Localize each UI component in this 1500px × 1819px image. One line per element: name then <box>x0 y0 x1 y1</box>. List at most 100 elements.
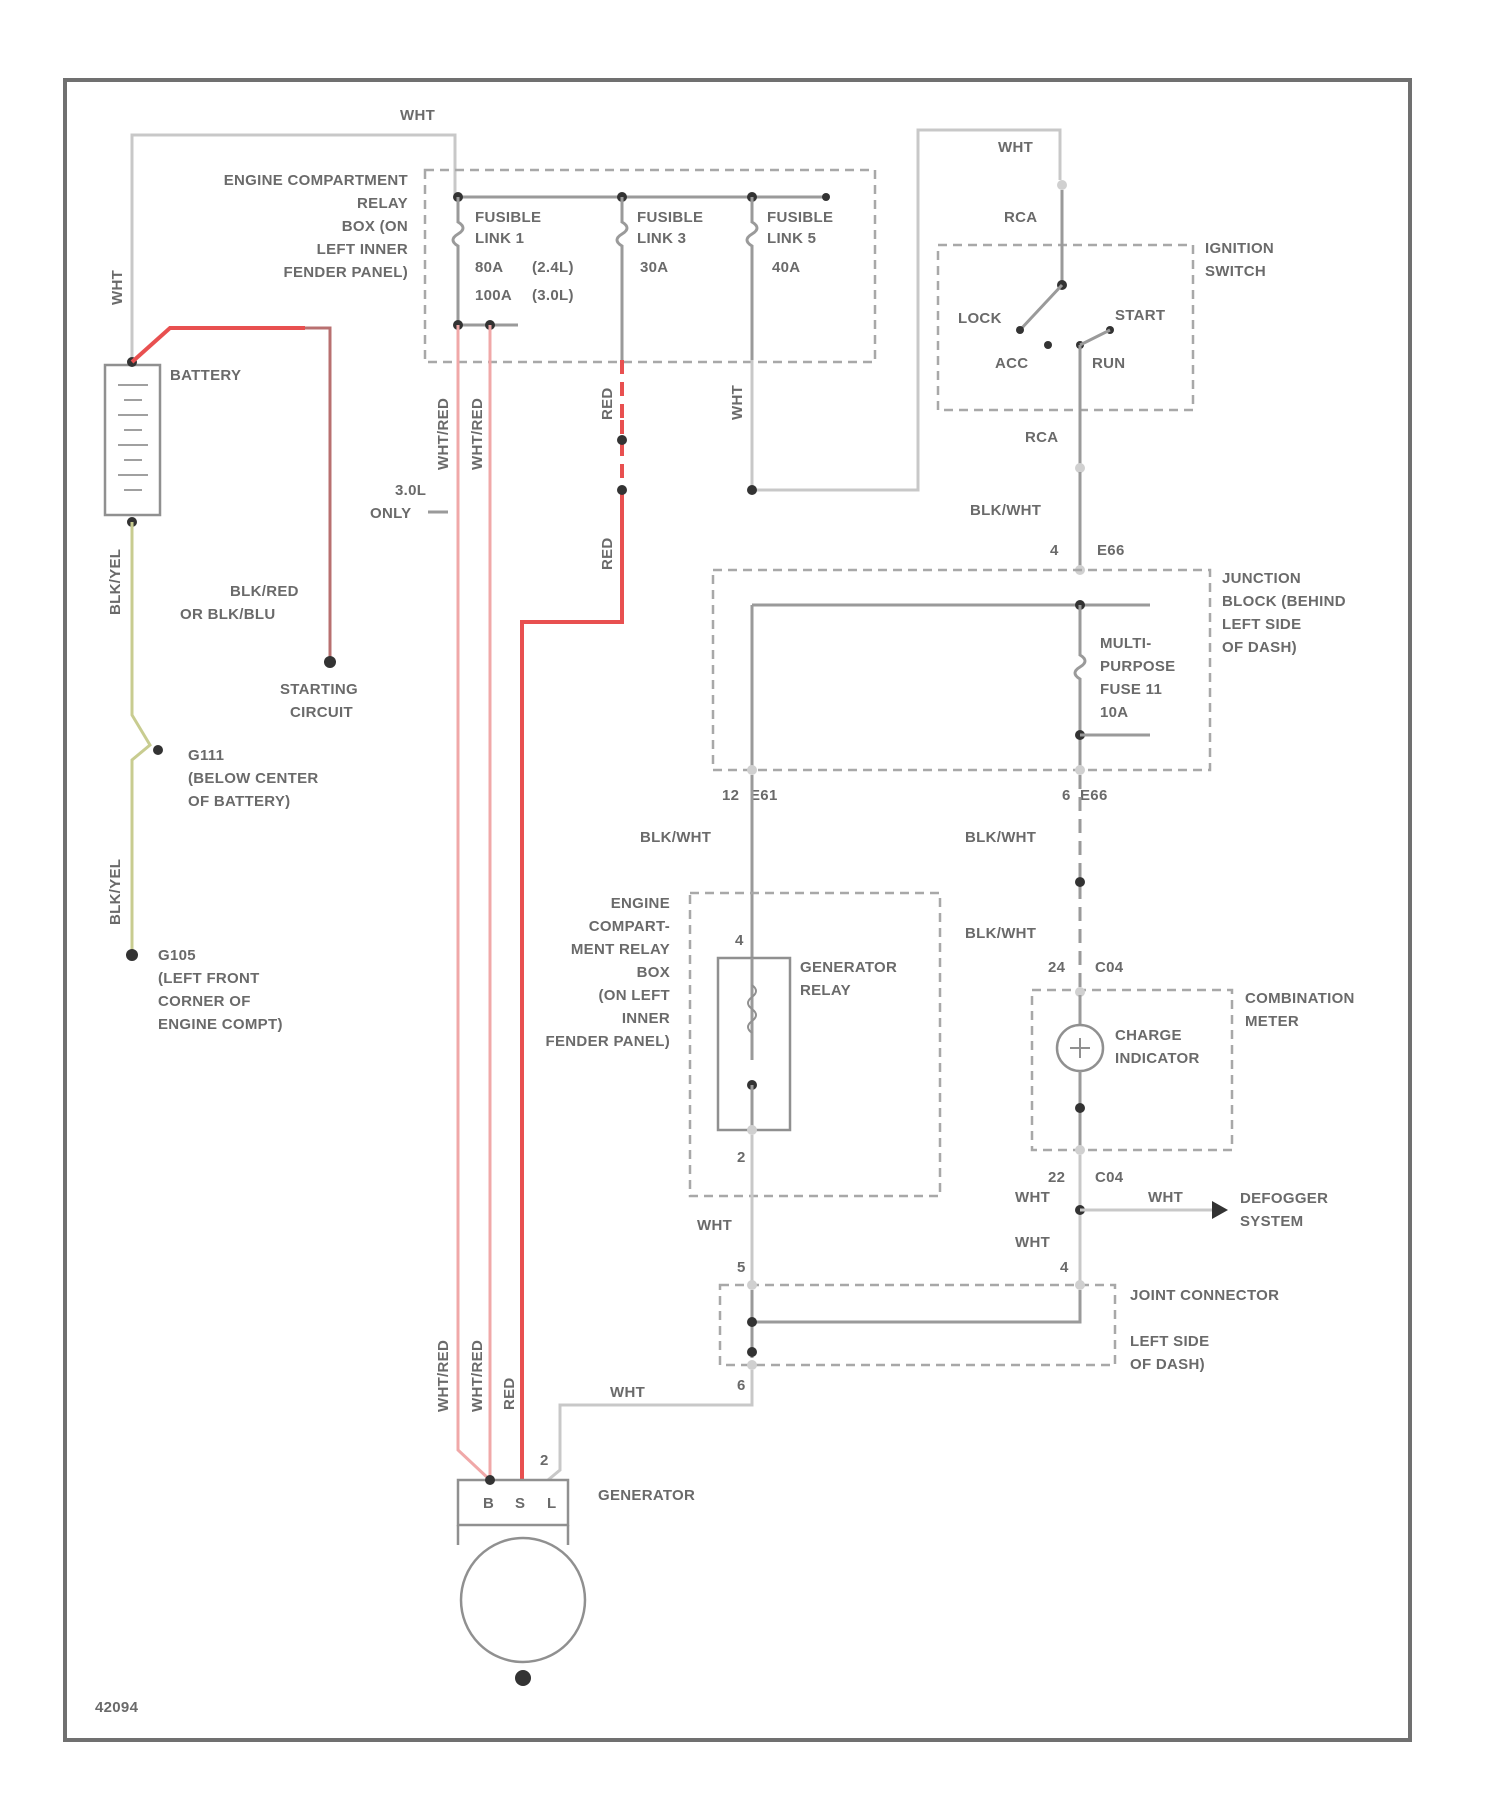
starting-circuit-label-2: CIRCUIT <box>290 704 353 721</box>
blk-red-label-1: BLK/RED <box>230 583 299 600</box>
fl1-24l: (2.4L) <box>532 259 574 276</box>
wire-blk-red-starting <box>305 328 330 660</box>
multi-purpose-fuse-symbol <box>1075 605 1085 770</box>
g105-label-3: CORNER OF <box>158 993 251 1010</box>
relay-box-label: ENGINE COMPARTMENT RELAY BOX (ON LEFT IN… <box>224 172 408 281</box>
generator-terminal-l: L <box>547 1495 556 1512</box>
charge-indicator-label-1: CHARGE <box>1115 1027 1182 1044</box>
relay-box2-label-3: MENT RELAY <box>571 941 670 958</box>
fl3-label-1: FUSIBLE <box>637 209 703 226</box>
multi-fuse-label-3: FUSE 11 <box>1100 681 1162 698</box>
relay-pin-bottom: 2 <box>737 1149 746 1166</box>
joint-node-1 <box>747 1317 757 1327</box>
wht-red-label-4: WHT/RED <box>469 1340 486 1412</box>
fl1-label-2: LINK 1 <box>475 230 524 247</box>
generator-body <box>461 1538 585 1662</box>
label-wht-top: WHT <box>400 107 435 124</box>
red-label-upper: RED <box>599 387 616 420</box>
generator-label: GENERATOR <box>598 1487 695 1504</box>
wht-red-label-1: WHT/RED <box>435 398 452 470</box>
fl5-label-1: FUSIBLE <box>767 209 833 226</box>
wht-red-label-3: WHT/RED <box>435 1340 452 1412</box>
generator-pin-label: 2 <box>540 1452 549 1469</box>
ignition-switch-label-1: IGNITION <box>1205 240 1274 257</box>
jb-conn-right: E66 <box>1080 787 1108 804</box>
joint-pin-left: 5 <box>737 1259 746 1276</box>
g105-label-1: G105 <box>158 947 196 964</box>
relay-box2-label: ENGINE COMPART- MENT RELAY BOX (ON LEFT … <box>546 895 670 1050</box>
g111-label-3: OF BATTERY) <box>188 793 290 810</box>
meter-connector-bottom <box>1075 1145 1085 1155</box>
joint-connector-right-top <box>1075 1280 1085 1290</box>
junction-block-label-3: LEFT SIDE <box>1222 616 1301 633</box>
only-30l-label-1: 3.0L <box>395 482 426 499</box>
jb-left-connector <box>747 765 757 775</box>
relay-box2-label-2: COMPART- <box>589 918 670 935</box>
g111-node <box>153 745 163 755</box>
relay-box-label-line-2: RELAY <box>357 195 408 212</box>
ignition-acc-label: ACC <box>995 355 1028 372</box>
multi-fuse-label-2: PURPOSE <box>1100 658 1175 675</box>
fusible-link-3-symbol <box>617 197 627 360</box>
junction-block-label-4: OF DASH) <box>1222 639 1297 656</box>
fl5-rating: 40A <box>772 259 800 276</box>
ignition-rca-top-label: RCA <box>1004 209 1037 226</box>
red-gen-label: RED <box>501 1377 518 1410</box>
g111-label-1: G111 <box>188 747 224 764</box>
ignition-connector-bottom <box>1075 463 1085 473</box>
wire-blk-yel-ground <box>132 522 150 955</box>
wire-wht-red-1 <box>458 325 490 1480</box>
wht-red-label-2: WHT/RED <box>469 398 486 470</box>
ignition-acc-node <box>1044 341 1052 349</box>
ignition-lock-node <box>1016 326 1024 334</box>
junction-block-label-2: BLOCK (BEHIND <box>1222 593 1346 610</box>
joint-connector-label-3: OF DASH) <box>1130 1356 1205 1373</box>
wht-fl5-label: WHT <box>729 385 746 420</box>
only-30l-label-2: ONLY <box>370 505 412 522</box>
generator-relay-label-2: RELAY <box>800 982 851 999</box>
ignition-connector-top <box>1057 180 1067 190</box>
relay-box-label-line-4: LEFT INNER <box>317 241 408 258</box>
combination-meter-label-2: METER <box>1245 1013 1299 1030</box>
fl1-label-1: FUSIBLE <box>475 209 541 226</box>
wht-label-a: WHT <box>697 1217 732 1234</box>
relay-box-label-line-5: FENDER PANEL) <box>284 264 408 281</box>
junction-pin-label: 4 <box>1050 542 1059 559</box>
charge-indicator-label-2: INDICATOR <box>1115 1050 1200 1067</box>
joint-connector-left-top <box>747 1280 757 1290</box>
battery-cells <box>118 385 148 490</box>
rca-lower-label: RCA <box>1025 429 1058 446</box>
meter-feed-node <box>1075 877 1085 887</box>
ignition-lock-label: LOCK <box>958 310 1002 327</box>
blk-wht-label-4: BLK/WHT <box>965 925 1036 942</box>
jb-right-connector <box>1075 765 1085 775</box>
combination-meter-box <box>1032 990 1232 1150</box>
red-node-2 <box>617 485 627 495</box>
blk-wht-label-3: BLK/WHT <box>965 829 1036 846</box>
generator-terminal-b: B <box>483 1495 494 1512</box>
relay-pin-top: 4 <box>735 932 744 949</box>
cm-conn-bottom: C04 <box>1095 1169 1124 1186</box>
jb-pin-right: 6 <box>1062 787 1071 804</box>
g111-label-2: (BELOW CENTER <box>188 770 319 787</box>
joint-connector-box <box>720 1285 1115 1365</box>
relay-connector-bottom <box>747 1125 757 1135</box>
cm-pin-bottom: 22 <box>1048 1169 1065 1186</box>
relay-box-label-line-1: ENGINE COMPARTMENT <box>224 172 408 189</box>
cm-pin-top: 24 <box>1048 959 1066 976</box>
battery-symbol <box>105 365 160 515</box>
generator-body-neck <box>458 1525 568 1545</box>
generator-b-node <box>485 1475 495 1485</box>
relay-box-label-line-3: BOX (ON <box>342 218 408 235</box>
junction-block-label: JUNCTION BLOCK (BEHIND LEFT SIDE OF DASH… <box>1222 570 1346 656</box>
blk-wht-label-1: BLK/WHT <box>970 502 1041 519</box>
g105-node <box>126 949 138 961</box>
ignition-switch-label-2: SWITCH <box>1205 263 1266 280</box>
joint-pin-right: 4 <box>1060 1259 1069 1276</box>
cm-conn-top: C04 <box>1095 959 1124 976</box>
blk-yel-label-2: BLK/YEL <box>107 859 124 925</box>
wht-gen-label: WHT <box>610 1384 645 1401</box>
combination-meter-label-1: COMBINATION <box>1245 990 1355 1007</box>
ignition-switch-box <box>938 245 1193 410</box>
